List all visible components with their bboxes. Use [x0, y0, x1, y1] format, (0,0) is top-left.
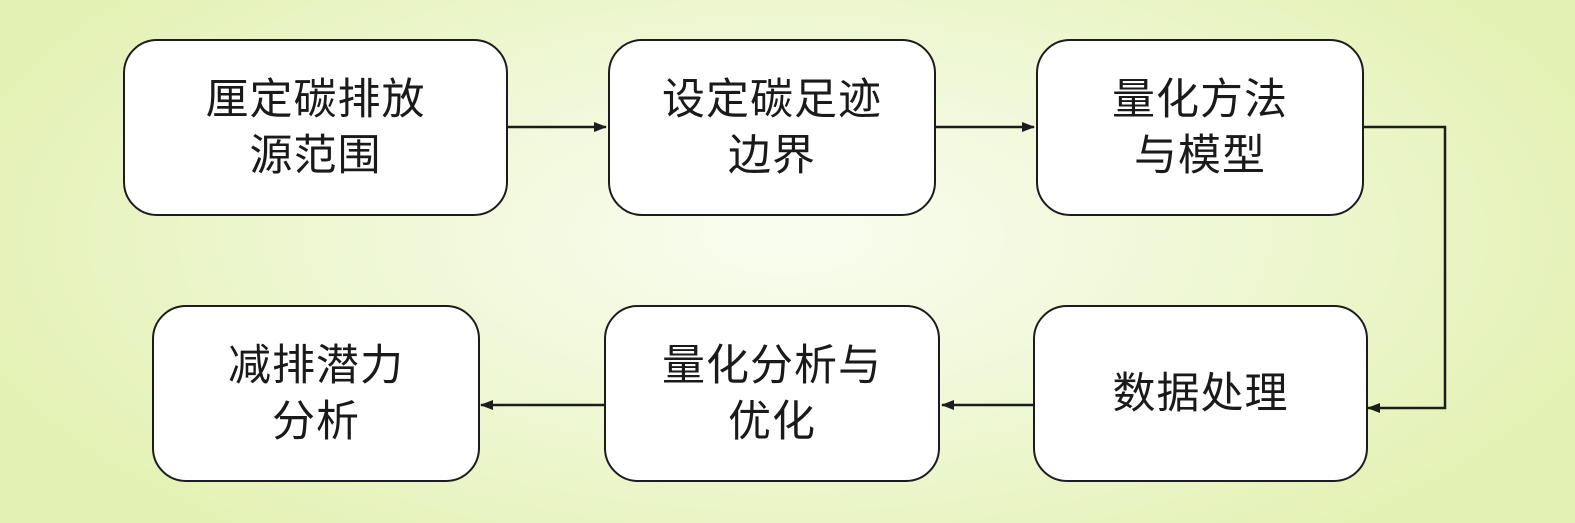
node-quantification-method: 量化方法 与模型	[1036, 39, 1364, 216]
node-analysis-optimization-line-2: 优化	[728, 396, 816, 447]
node-define-emission-scope: 厘定碳排放 源范围	[123, 39, 508, 216]
node-analysis-optimization-label: 量化分析与 优化	[662, 338, 882, 450]
node-data-processing-line-1: 数据处理	[1112, 368, 1289, 419]
node-set-footprint-boundary-line-1: 设定碳足迹	[662, 74, 882, 125]
node-analysis-optimization-line-1: 量化分析与	[662, 340, 882, 391]
node-quantification-method-label: 量化方法 与模型	[1112, 72, 1288, 184]
node-data-processing-label: 数据处理	[1113, 366, 1289, 422]
node-define-emission-scope-line-2: 源范围	[249, 130, 382, 181]
arrow-method-to-data	[1364, 125, 1447, 413]
node-set-footprint-boundary-label: 设定碳足迹 边界	[662, 72, 882, 184]
node-define-emission-scope-line-1: 厘定碳排放	[205, 74, 426, 125]
node-reduction-potential-line-1: 减排潜力	[228, 340, 404, 391]
node-reduction-potential-label: 减排潜力 分析	[228, 338, 404, 450]
node-quantification-method-line-2: 与模型	[1134, 130, 1266, 181]
node-define-emission-scope-label: 厘定碳排放 源范围	[206, 72, 426, 184]
node-reduction-potential-line-2: 分析	[272, 396, 360, 447]
node-analysis-optimization: 量化分析与 优化	[604, 305, 940, 482]
node-set-footprint-boundary-line-2: 边界	[728, 130, 816, 181]
node-data-processing: 数据处理	[1033, 305, 1368, 482]
node-set-footprint-boundary: 设定碳足迹 边界	[608, 39, 936, 216]
node-quantification-method-line-1: 量化方法	[1112, 74, 1288, 125]
node-reduction-potential: 减排潜力 分析	[152, 305, 480, 482]
